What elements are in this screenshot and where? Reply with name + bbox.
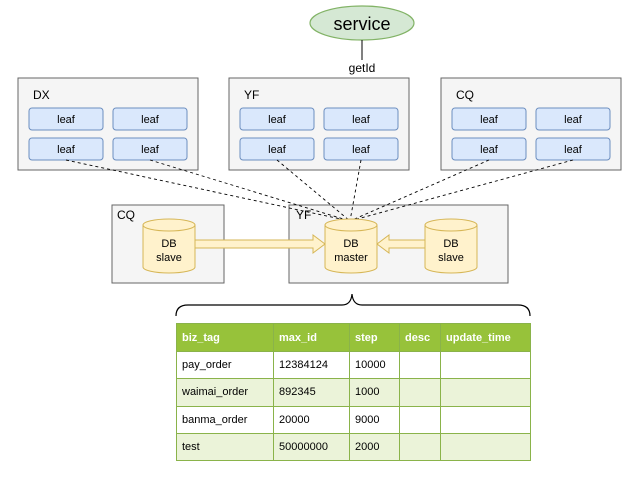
svg-text:leaf: leaf xyxy=(564,114,583,126)
leaf-node: leaf xyxy=(239,137,315,161)
svg-text:leaf: leaf xyxy=(141,114,160,126)
svg-text:leaf: leaf xyxy=(352,114,371,126)
svg-text:slave: slave xyxy=(156,252,182,264)
table-cell xyxy=(399,432,441,462)
column-header: update_time xyxy=(440,323,531,352)
svg-text:DB: DB xyxy=(443,238,458,250)
svg-text:leaf: leaf xyxy=(268,144,287,156)
leaf-node: leaf xyxy=(323,107,399,131)
table-cell xyxy=(399,405,441,434)
table-cell: 9000 xyxy=(349,405,400,434)
leaf-node: leaf xyxy=(112,137,188,161)
table-row: banma_order 20000 9000 xyxy=(176,405,531,434)
table-row: waimai_order 892345 1000 xyxy=(176,378,531,407)
table-row: test 50000000 2000 xyxy=(176,432,531,462)
svg-text:slave: slave xyxy=(438,252,464,264)
db-master-yf: DB master xyxy=(324,218,378,274)
column-header: desc xyxy=(399,323,441,352)
table-cell xyxy=(440,378,531,407)
leaf-node: leaf xyxy=(28,137,104,161)
table-cell xyxy=(440,432,531,462)
datacenter-yf: YF leaf leaf leaf leaf xyxy=(228,77,410,171)
leaf-node: leaf xyxy=(535,107,611,131)
table-cell xyxy=(440,350,531,380)
table-cell: 1000 xyxy=(349,378,400,407)
datacenter-yf-label: YF xyxy=(244,88,259,102)
svg-text:leaf: leaf xyxy=(57,114,76,126)
table-cell: pay_order xyxy=(176,350,274,380)
db-zone-cq-label: CQ xyxy=(117,208,135,222)
table-cell: 50000000 xyxy=(273,432,350,462)
svg-text:leaf: leaf xyxy=(352,144,371,156)
svg-text:leaf: leaf xyxy=(268,114,287,126)
svg-text:master: master xyxy=(334,252,368,264)
getid-label: getId xyxy=(349,61,376,75)
table-row: pay_order 12384124 10000 xyxy=(176,350,531,380)
table-cell: test xyxy=(176,432,274,462)
db-slave-cq: DB slave xyxy=(142,218,196,274)
db-zone-yf-label: YF xyxy=(296,208,311,222)
leaf-connections xyxy=(65,159,574,222)
leaf-node: leaf xyxy=(323,137,399,161)
datacenter-cq-label: CQ xyxy=(456,88,474,102)
column-header: max_id xyxy=(273,323,350,352)
table-cell: waimai_order xyxy=(176,378,274,407)
column-header: step xyxy=(349,323,400,352)
svg-text:leaf: leaf xyxy=(141,144,160,156)
table-cell xyxy=(440,405,531,434)
table-cell: 2000 xyxy=(349,432,400,462)
datacenter-dx: DX leaf leaf leaf leaf xyxy=(17,77,199,171)
table-cell: banma_order xyxy=(176,405,274,434)
svg-text:DB: DB xyxy=(161,238,176,250)
service-node: service xyxy=(309,5,415,41)
table-cell xyxy=(399,378,441,407)
table-cell: 20000 xyxy=(273,405,350,434)
leaf-node: leaf xyxy=(535,137,611,161)
table-cell xyxy=(399,350,441,380)
table-cell: 892345 xyxy=(273,378,350,407)
leaf-alloc-table: biz_tag max_id step desc update_time pay… xyxy=(176,323,531,462)
leaf-node: leaf xyxy=(239,107,315,131)
svg-text:leaf: leaf xyxy=(57,144,76,156)
svg-text:DB: DB xyxy=(343,238,358,250)
db-slave-yf: DB slave xyxy=(424,218,478,274)
column-header: biz_tag xyxy=(176,323,274,352)
datacenter-cq: CQ leaf leaf leaf leaf xyxy=(440,77,622,171)
leaf-node: leaf xyxy=(28,107,104,131)
leaf-node: leaf xyxy=(112,107,188,131)
curly-brace xyxy=(175,293,531,317)
table-header-row: biz_tag max_id step desc update_time xyxy=(176,323,531,352)
datacenter-dx-label: DX xyxy=(33,88,50,102)
svg-text:leaf: leaf xyxy=(480,114,499,126)
table-cell: 10000 xyxy=(349,350,400,380)
service-label: service xyxy=(333,14,390,34)
svg-text:leaf: leaf xyxy=(564,144,583,156)
table-cell: 12384124 xyxy=(273,350,350,380)
svg-text:leaf: leaf xyxy=(480,144,499,156)
leaf-node: leaf xyxy=(451,107,527,131)
leaf-node: leaf xyxy=(451,137,527,161)
